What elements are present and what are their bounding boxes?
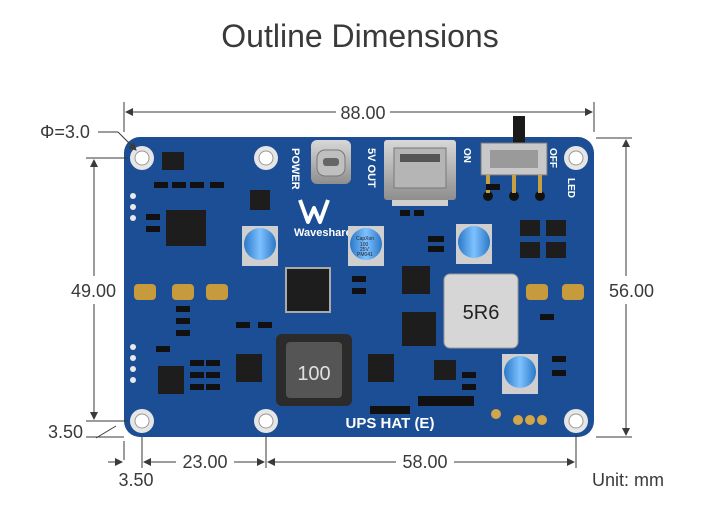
hole-spacing-vertical: 49.00 (71, 281, 116, 301)
edge-offset-vertical: 3.50 (48, 422, 83, 442)
capacitor (456, 224, 492, 264)
ic-chip (520, 242, 540, 258)
edge-offset-horizontal: 3.50 (118, 470, 153, 490)
brand-text: Waveshare (294, 227, 352, 239)
ic-chip (368, 354, 394, 382)
pogo-pins (491, 409, 547, 425)
off-label: OFF (547, 148, 558, 168)
mounting-hole (254, 409, 278, 433)
capacitor (242, 226, 278, 266)
ic-chip (546, 242, 566, 258)
ic-chip (402, 312, 436, 346)
width-dimension: 88.00 (340, 103, 385, 123)
cap-marking: CapXon (356, 236, 374, 242)
led-label: LED (565, 178, 576, 198)
mounting-hole (130, 409, 154, 433)
dimension-lines (86, 102, 632, 468)
waveshare-logo: Waveshare (294, 199, 352, 239)
inductor-5r6: 5R6 (443, 273, 519, 349)
inductor-label: 100 (297, 363, 330, 385)
ic-chip (158, 366, 184, 394)
hole-spacing-horizontal: 58.00 (402, 452, 447, 472)
unit-label: Unit: mm (592, 470, 664, 490)
mounting-hole (564, 146, 588, 170)
ic-chip (520, 220, 540, 236)
hole-diameter: Φ=3.0 (40, 122, 90, 142)
mounting-hole (564, 409, 588, 433)
inductor-label: 5R6 (463, 302, 500, 324)
cap-marking: PM041 (357, 252, 373, 258)
hole-offset-horizontal: 23.00 (182, 452, 227, 472)
capacitor: CapXon 100 25V PM041 (348, 226, 384, 266)
ic-chip (434, 360, 456, 380)
ic-chip (402, 266, 430, 294)
mounting-hole (254, 146, 278, 170)
ic-chip (250, 190, 270, 210)
on-label: ON (461, 148, 472, 163)
slide-switch (480, 116, 548, 201)
smd-pads (134, 284, 584, 300)
board-name: UPS HAT (E) (346, 415, 435, 432)
smd-passives (146, 182, 566, 414)
ic-chip (166, 210, 206, 246)
cap-marking: 100 (360, 242, 369, 248)
ic-chip (546, 220, 566, 236)
pcb-board: POWER 5V OUT ON OFF LED Waveshare CapXon… (124, 116, 594, 437)
page-title: Outline Dimensions (221, 18, 499, 54)
mounting-hole (130, 146, 154, 170)
ic-chip (236, 354, 262, 382)
height-dimension: 56.00 (609, 281, 654, 301)
ic-chip (285, 267, 331, 313)
inductor-100: 100 (276, 334, 352, 406)
power-label: POWER (289, 148, 301, 190)
usb-c-connector (311, 140, 351, 184)
capacitor (502, 354, 538, 394)
out-label: 5V OUT (365, 148, 377, 188)
usb-a-connector (384, 140, 456, 206)
ic-chip (162, 152, 184, 170)
cap-marking: 25V (360, 247, 370, 253)
